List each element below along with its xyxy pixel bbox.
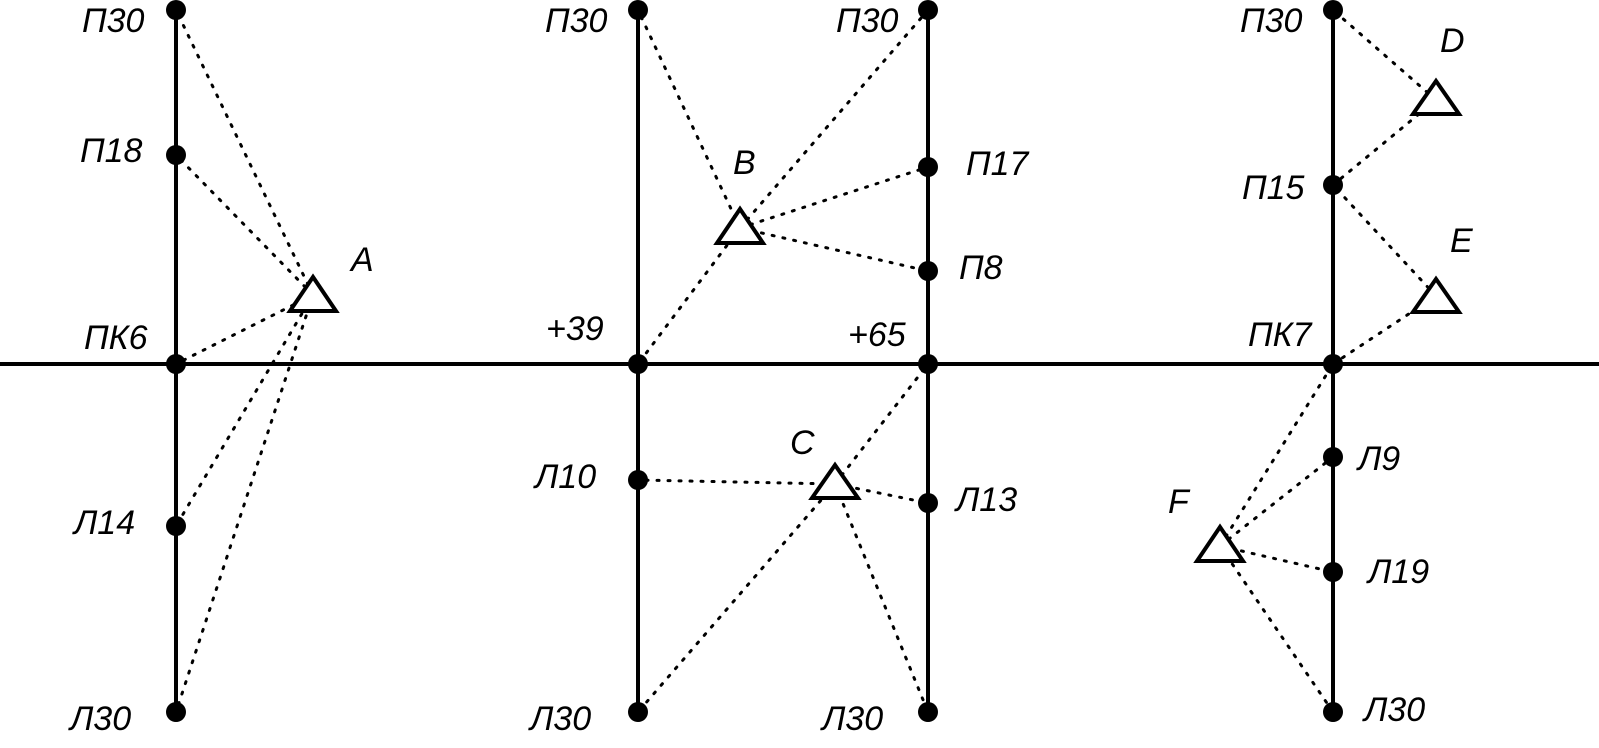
label-plus39-l30: Л30 [528, 700, 591, 738]
station-labels: A B C D E F [349, 22, 1473, 521]
ray-b-p30-39 [636, 8, 742, 230]
label-pk7-p15: П15 [1242, 169, 1305, 207]
ray-f-pk7 [1218, 362, 1335, 548]
ray-f-l30 [1218, 544, 1335, 714]
ray-d-p30 [1331, 8, 1438, 102]
point-labels: П30 П18 Л14 Л30 П30 Л10 Л30 П30 П17 П8 Л… [68, 2, 1429, 738]
ray-c-plus65 [833, 362, 930, 486]
triangle-icon-station-f [1193, 523, 1247, 563]
label-plus39-l10: Л10 [533, 458, 596, 496]
point-plus65-l30 [918, 702, 938, 722]
ray-a-l14 [174, 293, 315, 528]
label-pk6-l30: Л30 [68, 700, 131, 738]
ray-b-p30-65 [738, 8, 930, 230]
rays-station-f [1218, 362, 1335, 714]
triangle-icon-station-c [808, 461, 862, 500]
ray-c-l30-65 [833, 482, 930, 714]
label-pk7-p30: П30 [1240, 2, 1303, 40]
ray-a-l30 [174, 293, 315, 714]
ray-c-l30-39 [636, 482, 837, 714]
point-plus39-l30 [628, 702, 648, 722]
label-pk6-p18: П18 [80, 132, 143, 170]
label-pk6-l14: Л14 [72, 504, 135, 542]
label-pk7-l30: Л30 [1362, 691, 1425, 729]
label-plus65-p30: П30 [836, 2, 899, 40]
point-pk7-p30 [1323, 0, 1343, 20]
label-pk6: ПК6 [84, 319, 148, 357]
triangle-icon-station-a [286, 273, 340, 313]
label-pk6-p30: П30 [82, 2, 145, 40]
point-plus65-p8 [918, 261, 938, 281]
point-plus65-p17 [918, 157, 938, 177]
point-pk6 [166, 354, 186, 374]
instrument-stations [286, 77, 1463, 563]
label-station-d: D [1440, 22, 1465, 60]
label-pk7: ПК7 [1248, 316, 1313, 354]
point-plus65-l13 [918, 493, 938, 513]
ray-b-p17 [738, 165, 930, 230]
rays-station-a [174, 8, 315, 714]
label-station-f: F [1168, 483, 1191, 521]
point-pk6-l30 [166, 702, 186, 722]
label-plus65-l13: Л13 [954, 481, 1017, 519]
ray-b-plus39 [636, 226, 742, 366]
ray-c-l10 [636, 478, 837, 486]
label-plus65-l30: Л30 [820, 700, 883, 738]
point-pk6-l14 [166, 516, 186, 536]
label-station-e: E [1450, 222, 1473, 260]
point-plus39-l10 [628, 470, 648, 490]
point-pk6-p30 [166, 0, 186, 20]
label-plus65: +65 [848, 316, 906, 354]
label-plus39-p30: П30 [545, 2, 608, 40]
point-pk7-p15 [1323, 175, 1343, 195]
point-plus39-p30 [628, 0, 648, 20]
rays-station-b [636, 8, 930, 366]
point-plus65-p30 [918, 0, 938, 20]
point-pk7 [1323, 354, 1343, 374]
triangle-icon-station-e [1409, 275, 1463, 314]
picket-points [166, 0, 1343, 722]
ray-f-l9 [1218, 455, 1335, 548]
ray-a-p18 [174, 153, 315, 297]
ray-f-l19 [1218, 544, 1335, 574]
ray-e-p15 [1331, 183, 1438, 298]
point-plus39 [628, 354, 648, 374]
ray-c-l13 [833, 482, 930, 505]
label-plus65-p8: П8 [959, 249, 1003, 287]
point-pk7-l30 [1323, 702, 1343, 722]
triangle-icon-station-b [713, 205, 767, 245]
ray-a-p30 [174, 8, 315, 297]
label-pk7-l19: Л19 [1366, 553, 1429, 591]
rays-station-e [1331, 183, 1438, 366]
label-station-b: B [733, 144, 756, 182]
label-pk7-l9: Л9 [1356, 440, 1400, 478]
label-plus39: +39 [546, 310, 604, 348]
label-station-c: C [790, 424, 815, 462]
rays-station-c [636, 362, 930, 714]
label-plus65-p17: П17 [966, 145, 1030, 183]
ray-a-pk6 [174, 293, 315, 366]
label-station-a: A [349, 241, 374, 279]
point-pk6-p18 [166, 145, 186, 165]
rays-station-d [1331, 8, 1438, 187]
ray-b-p8 [738, 226, 930, 273]
alignment-labels: ПК6 +39 +65 ПК7 [84, 310, 1313, 357]
point-pk7-l19 [1323, 562, 1343, 582]
point-plus65 [918, 354, 938, 374]
point-pk7-l9 [1323, 447, 1343, 467]
triangle-icon-station-d [1409, 77, 1463, 116]
